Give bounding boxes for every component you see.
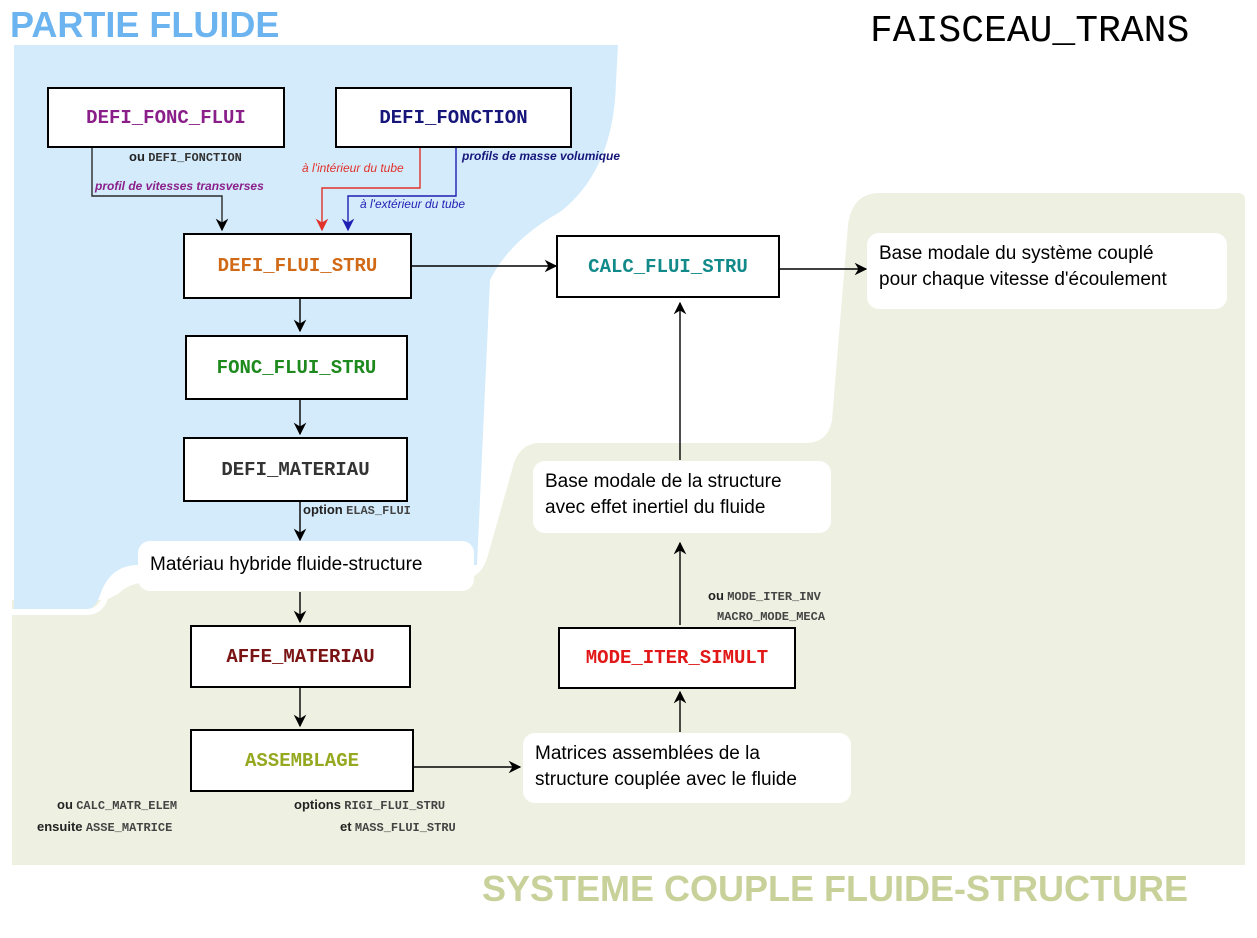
region-separator bbox=[12, 565, 477, 615]
modal-structure-line1: Base modale de la structure bbox=[545, 471, 782, 492]
exterieur-tube-label: à l'extérieur du tube bbox=[360, 197, 466, 211]
fluid-region bbox=[14, 45, 618, 610]
modal-structure-box: Base modale de la structure avec effet i… bbox=[533, 461, 831, 533]
modal-coupled-line1: Base modale du système couplé bbox=[879, 243, 1154, 264]
et-cmd: MASS_FLUI_STRU bbox=[354, 821, 456, 835]
ensuite-cmd: ASSE_MATRICE bbox=[85, 821, 173, 835]
ou-calc-cmd: CALC_MATR_ELEM bbox=[76, 799, 178, 813]
defi-materiau-box[interactable]: DEFI_MATERIAU bbox=[183, 437, 408, 502]
calc-flui-stru-box[interactable]: CALC_FLUI_STRU bbox=[556, 235, 780, 298]
options-word: options bbox=[294, 797, 341, 812]
interieur-tube-label: à l'intérieur du tube bbox=[302, 161, 404, 175]
assemblage-box[interactable]: ASSEMBLAGE bbox=[190, 729, 414, 792]
modal-coupled-box: Base modale du système couplé pour chaqu… bbox=[867, 233, 1227, 309]
coupled-system-title: SYSTEME COUPLE FLUIDE-STRUCTURE bbox=[482, 868, 1189, 909]
connector-exterieur bbox=[341, 147, 457, 232]
ou-calc-label: ou CALC_MATR_ELEM bbox=[57, 797, 177, 813]
profil-vitesses-label: profil de vitesses transverses bbox=[95, 179, 264, 193]
ou-defi-fonction-label: ou DEFI_FONCTION bbox=[129, 149, 242, 165]
affe-materiau-box[interactable]: AFFE_MATERIAU bbox=[190, 625, 411, 688]
mode-iter-simult-box[interactable]: MODE_ITER_SIMULT bbox=[558, 627, 796, 689]
hybrid-material-text: Matériau hybride fluide-structure bbox=[150, 554, 423, 575]
ou-calc-word: ou bbox=[57, 797, 73, 812]
case-name-title: FAISCEAU_TRANS bbox=[870, 10, 1190, 53]
ou-cmd: DEFI_FONCTION bbox=[148, 151, 242, 165]
assembled-matrices-box: Matrices assemblées de la structure coup… bbox=[523, 733, 851, 803]
modal-coupled-line2: pour chaque vitesse d'écoulement bbox=[879, 269, 1167, 290]
ou-word: ou bbox=[129, 149, 145, 164]
et-word: et bbox=[340, 819, 352, 834]
fonc-flui-stru-box[interactable]: FONC_FLUI_STRU bbox=[185, 335, 408, 400]
hybrid-material-box: Matériau hybride fluide-structure bbox=[138, 541, 474, 591]
ou-mode-label: ou MODE_ITER_INV bbox=[708, 588, 821, 604]
ou-mode-cmd: MODE_ITER_INV bbox=[727, 590, 821, 604]
macro-mode-label: MACRO_MODE_MECA bbox=[717, 610, 826, 624]
fluid-part-title: PARTIE FLUIDE bbox=[10, 4, 280, 45]
et-label: et MASS_FLUI_STRU bbox=[340, 819, 456, 835]
ensuite-word: ensuite bbox=[37, 819, 83, 834]
defi-flui-stru-box[interactable]: DEFI_FLUI_STRU bbox=[183, 233, 412, 299]
option-cmd: ELAS_FLUI bbox=[346, 504, 411, 518]
modal-structure-line2: avec effet inertiel du fluide bbox=[545, 497, 766, 518]
options-label: options RIGI_FLUI_STRU bbox=[294, 797, 445, 813]
defi-fonction-box[interactable]: DEFI_FONCTION bbox=[335, 87, 572, 148]
option-elas-label: option ELAS_FLUI bbox=[303, 502, 411, 518]
ou-mode-word: ou bbox=[708, 588, 724, 603]
assembled-line2: structure couplée avec le fluide bbox=[535, 769, 797, 790]
assembled-line1: Matrices assemblées de la bbox=[535, 743, 760, 764]
defi-fonc-flui-box[interactable]: DEFI_FONC_FLUI bbox=[47, 87, 285, 148]
options-cmd: RIGI_FLUI_STRU bbox=[344, 799, 446, 813]
connector-fonc-flui bbox=[91, 147, 229, 232]
connector-interieur bbox=[315, 147, 421, 232]
profils-masse-label: profils de masse volumique bbox=[462, 149, 621, 163]
ensuite-label: ensuite ASSE_MATRICE bbox=[37, 819, 172, 835]
option-word: option bbox=[303, 502, 343, 517]
